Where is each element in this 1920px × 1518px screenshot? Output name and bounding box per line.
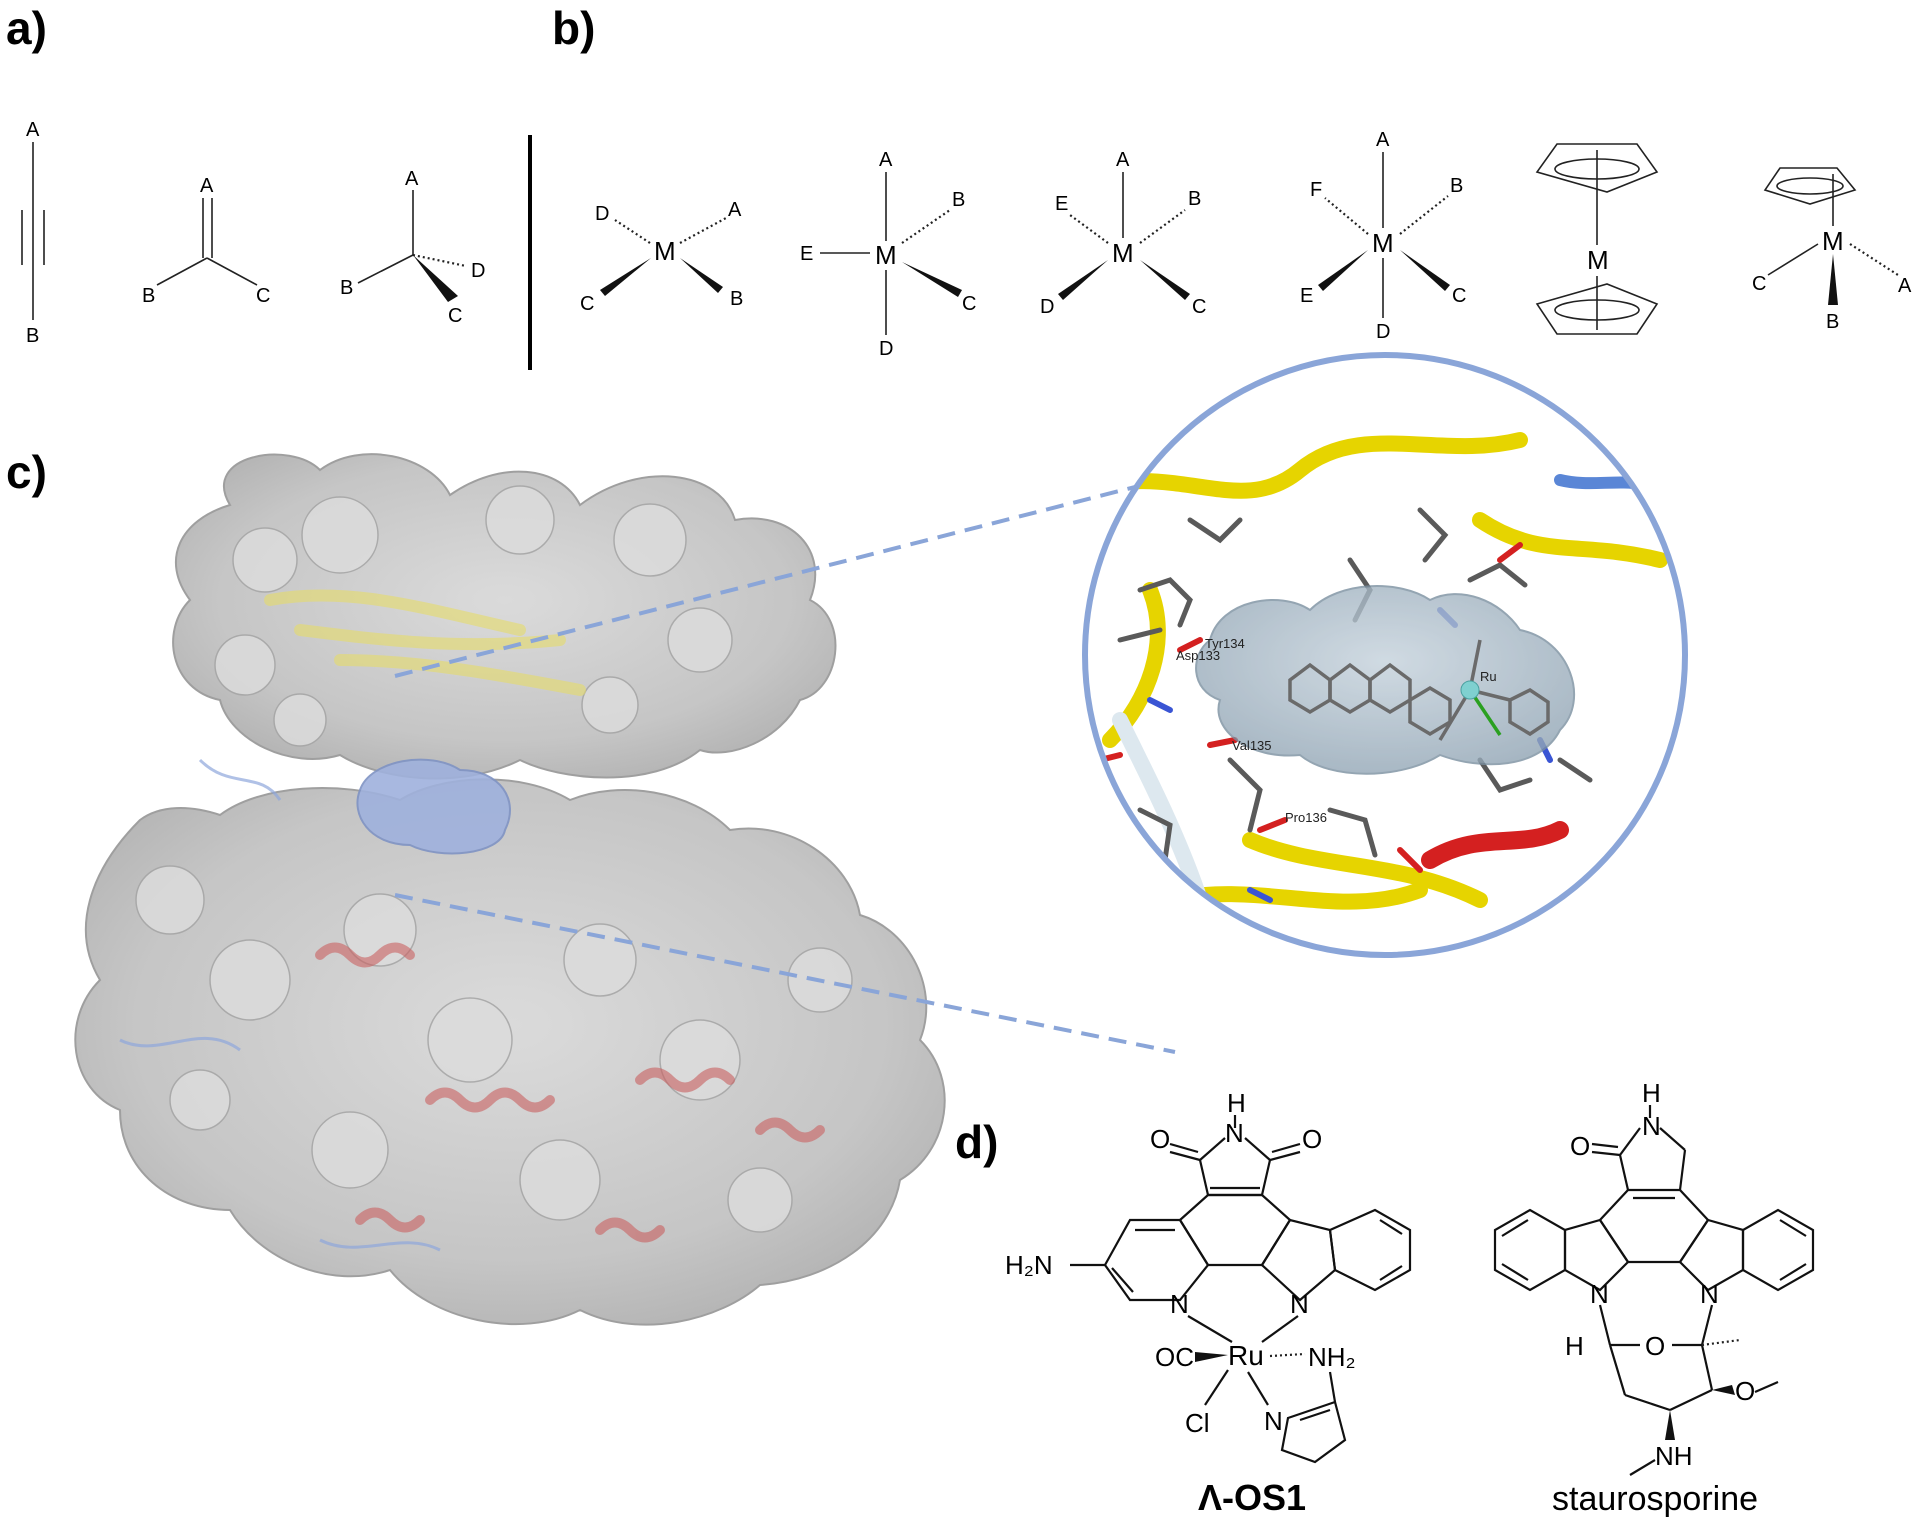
svg-text:N: N [1700,1279,1719,1309]
svg-text:E: E [1055,193,1068,215]
svg-text:M: M [1587,245,1609,275]
protein-surface [74,453,946,1326]
svg-text:M: M [654,236,676,266]
svg-text:O: O [1645,1331,1665,1361]
panel-label-d: d) [955,1116,998,1168]
svg-text:C: C [1752,273,1766,295]
svg-text:A: A [1376,129,1390,151]
svg-text:N: N [1642,1111,1661,1141]
svg-text:Ru: Ru [1480,669,1497,684]
svg-text:O: O [1735,1376,1755,1406]
square-planar-complex: M D A C B [580,199,743,315]
residue-label-pro136: Pro136 [1285,810,1327,825]
svg-text:M: M [1112,238,1134,268]
svg-text:N: N [1290,1289,1309,1319]
os1-structure: H N O O H₂N N N Ru OC NH₂ Cl N Λ-OS1 [1005,1088,1412,1518]
alkyne-structure: A B [21,119,45,347]
zoom-line-top [394,451,1269,678]
metallocene-complex: M [1535,143,1659,335]
svg-text:C: C [448,305,462,327]
svg-text:D: D [879,338,893,360]
svg-text:C: C [580,293,594,315]
panel-label-b: b) [552,2,595,54]
svg-text:OC: OC [1155,1342,1194,1372]
ruthenium-atom [1460,680,1480,700]
svg-text:D: D [1376,321,1390,343]
residue-label-asp133: Asp133 [1176,648,1220,663]
zoom-line-bottom [394,893,1176,1054]
svg-text:NH₂: NH₂ [1308,1342,1356,1372]
svg-text:A: A [728,199,742,221]
svg-text:C: C [1192,296,1206,318]
staurosporine-structure: H N O N N H O O NH staur [1493,1078,1815,1518]
os1-name: Λ-OS1 [1198,1477,1306,1518]
svg-text:O: O [1150,1124,1170,1154]
svg-text:A: A [405,168,419,190]
svg-text:O: O [1302,1124,1322,1154]
svg-text:B: B [1450,175,1463,197]
svg-text:B: B [142,285,155,307]
svg-text:M: M [1822,226,1844,256]
svg-text:C: C [962,293,976,315]
panel-label-c: c) [6,446,47,498]
svg-text:B: B [730,288,743,310]
five-coordinate-complex: M A E B D C [1040,149,1206,318]
svg-text:D: D [471,260,485,282]
residue-label-tyr134: Tyr134 [1205,636,1245,651]
square-pyramidal-complex: M A E D B C [800,149,976,360]
svg-text:E: E [1300,285,1313,307]
svg-text:N: N [1264,1406,1283,1436]
binding-pocket-zoom: Ru Tyr134 Asp133 Val135 Pro136 [1082,352,1688,958]
svg-text:A: A [26,119,40,141]
svg-text:N: N [1225,1118,1244,1148]
svg-text:NH: NH [1655,1441,1693,1471]
svg-text:B: B [1826,311,1839,333]
svg-text:H: H [1565,1331,1584,1361]
octahedral-complex: M A D F B E C [1300,129,1466,343]
svg-text:M: M [875,240,897,270]
svg-text:C: C [1452,285,1466,307]
svg-text:A: A [200,175,214,197]
svg-text:B: B [1188,188,1201,210]
svg-text:F: F [1310,179,1322,201]
svg-text:E: E [800,243,813,265]
svg-text:A: A [1898,275,1912,297]
svg-text:N: N [1590,1279,1609,1309]
panel-label-a: a) [6,2,47,54]
svg-text:B: B [340,277,353,299]
svg-text:H: H [1227,1088,1246,1118]
os1-ruthenium-label: Ru [1228,1340,1264,1371]
svg-text:A: A [1116,149,1130,171]
svg-text:O: O [1570,1131,1590,1161]
svg-text:B: B [26,325,39,347]
svg-text:B: B [952,189,965,211]
residue-label-val135: Val135 [1232,738,1272,753]
svg-text:D: D [595,203,609,225]
svg-text:H₂N: H₂N [1005,1250,1053,1280]
alkene-structure: A B C [142,175,270,307]
svg-text:H: H [1642,1078,1661,1108]
tetrahedral-structure: A B D C [340,168,485,327]
svg-text:C: C [256,285,270,307]
svg-text:A: A [879,149,893,171]
svg-text:D: D [1040,296,1054,318]
staurosporine-name: staurosporine [1552,1480,1758,1518]
half-sandwich-complex: M C A B [1752,167,1912,333]
svg-text:N: N [1170,1289,1189,1319]
svg-text:M: M [1372,228,1394,258]
svg-text:Cl: Cl [1185,1408,1210,1438]
